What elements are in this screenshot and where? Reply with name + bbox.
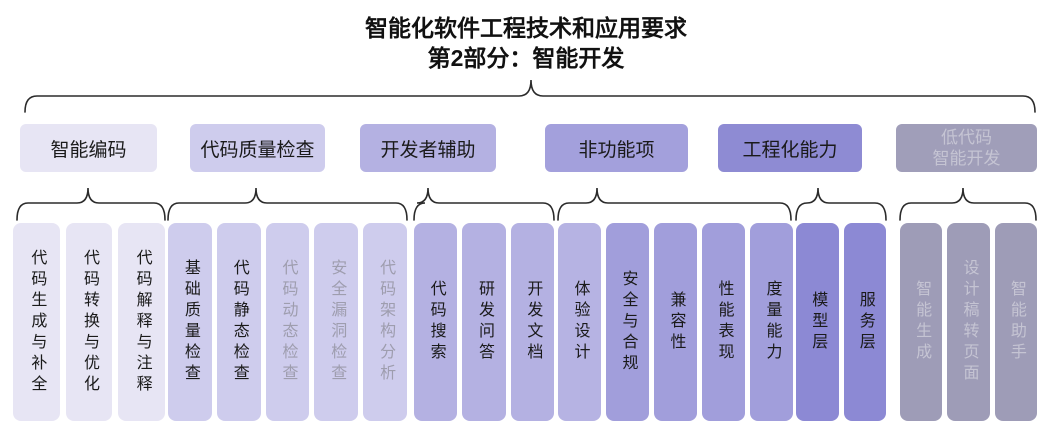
item-label: 代码架构分析 bbox=[377, 259, 395, 385]
item-label: 设计稿转页面 bbox=[960, 259, 978, 385]
item-label: 代码搜索 bbox=[427, 280, 445, 364]
group-items-intelligent-coding: 代码生成与补全 代码转换与优化 代码解释与注释 bbox=[13, 223, 166, 421]
capability-item: 模型层 bbox=[796, 223, 839, 421]
group-header-lowcode-line2: 智能开发 bbox=[932, 149, 1001, 168]
capability-item: 服务层 bbox=[843, 223, 886, 421]
group-header-non-functional: 非功能项 bbox=[545, 124, 688, 172]
capability-item: 代码架构分析 bbox=[363, 223, 407, 421]
capability-item: 安全与合规 bbox=[606, 223, 649, 421]
item-label: 安全漏洞检查 bbox=[328, 259, 346, 385]
capability-item: 代码搜索 bbox=[414, 223, 458, 421]
item-label: 代码静态检查 bbox=[230, 259, 248, 385]
capability-item: 代码生成与补全 bbox=[13, 223, 60, 421]
item-label: 代码解释与注释 bbox=[133, 248, 151, 396]
group-header-developer-assist: 开发者辅助 bbox=[360, 124, 496, 172]
item-label: 智能生成 bbox=[913, 280, 931, 364]
group-items-code-quality-check: 基础质量检查 代码静态检查 代码动态检查 安全漏洞检查 代码架构分析 bbox=[168, 223, 407, 421]
capability-item: 代码解释与注释 bbox=[118, 223, 166, 421]
brace-group-code-quality-check bbox=[167, 187, 408, 221]
capability-item: 代码静态检查 bbox=[216, 223, 261, 421]
capability-item: 兼容性 bbox=[654, 223, 697, 421]
item-label: 安全与合规 bbox=[619, 269, 637, 375]
group-header-intelligent-coding: 智能编码 bbox=[20, 124, 157, 172]
item-label: 体验设计 bbox=[571, 280, 589, 364]
title-line1: 智能化软件工程技术和应用要求 bbox=[365, 15, 687, 41]
group-header-lowcode: 低代码 智能开发 bbox=[896, 124, 1037, 172]
capability-item: 代码转换与优化 bbox=[65, 223, 113, 421]
brace-group-intelligent-coding bbox=[16, 187, 166, 221]
capability-item: 代码动态检查 bbox=[265, 223, 310, 421]
brace-group-developer-assist bbox=[413, 187, 555, 221]
item-label: 开发文档 bbox=[524, 280, 542, 364]
item-label: 研发问答 bbox=[475, 280, 493, 364]
title-line2: 第2部分：智能开发 bbox=[427, 45, 625, 72]
group-items-non-functional: 体验设计 安全与合规 兼容性 性能表现 度量能力 bbox=[558, 223, 793, 421]
capability-item: 设计稿转页面 bbox=[947, 223, 990, 421]
group-items-developer-assist: 代码搜索 研发问答 开发文档 bbox=[414, 223, 554, 421]
item-label: 代码生成与补全 bbox=[28, 248, 46, 396]
group-header-lowcode-line1: 低代码 bbox=[941, 127, 992, 147]
capability-item: 基础质量检查 bbox=[168, 223, 212, 421]
capability-item: 开发文档 bbox=[510, 223, 554, 421]
capability-item: 智能生成 bbox=[900, 223, 943, 421]
capability-item: 体验设计 bbox=[558, 223, 601, 421]
item-label: 模型层 bbox=[809, 290, 827, 354]
item-label: 基础质量检查 bbox=[181, 259, 199, 385]
diagram-title: 智能化软件工程技术和应用要求 第2部分：智能开发 bbox=[0, 13, 1052, 74]
capability-item: 性能表现 bbox=[702, 223, 745, 421]
item-label: 性能表现 bbox=[715, 280, 733, 364]
brace-title bbox=[24, 79, 1036, 113]
capability-item: 智能助手 bbox=[994, 223, 1037, 421]
capability-item: 研发问答 bbox=[462, 223, 506, 421]
item-label: 服务层 bbox=[856, 290, 874, 354]
brace-group-lowcode bbox=[899, 187, 1037, 221]
item-label: 代码动态检查 bbox=[279, 259, 297, 385]
brace-group-non-functional bbox=[557, 187, 792, 221]
capability-item: 安全漏洞检查 bbox=[314, 223, 359, 421]
group-items-engineering: 模型层 服务层 bbox=[796, 223, 886, 421]
item-label: 兼容性 bbox=[667, 290, 685, 354]
item-label: 智能助手 bbox=[1007, 280, 1025, 364]
brace-group-engineering bbox=[795, 187, 887, 221]
group-header-engineering: 工程化能力 bbox=[718, 124, 862, 172]
item-label: 度量能力 bbox=[763, 280, 781, 364]
item-label: 代码转换与优化 bbox=[81, 248, 98, 396]
group-items-lowcode: 智能生成 设计稿转页面 智能助手 bbox=[900, 223, 1037, 421]
group-header-code-quality-check: 代码质量检查 bbox=[190, 124, 325, 172]
capability-item: 度量能力 bbox=[750, 223, 793, 421]
